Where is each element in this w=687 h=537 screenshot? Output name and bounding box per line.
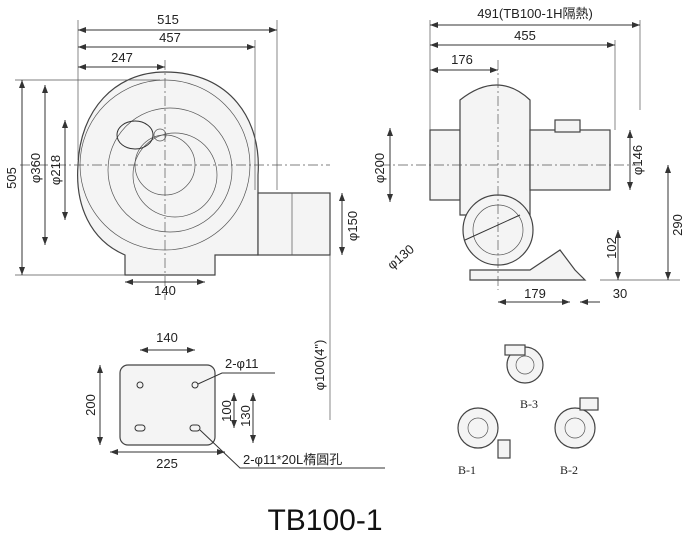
note-holes: 2-φ11	[225, 356, 258, 371]
dim-140-base: 140	[156, 330, 178, 345]
dim-phi360: φ360	[28, 153, 43, 183]
dim-phi200: φ200	[372, 153, 387, 183]
orientation-b1: B-1	[457, 407, 511, 477]
dim-phi130: φ130	[384, 241, 417, 272]
dim-130: 130	[238, 405, 253, 427]
dim-491: 491(TB100-1H隔熱)	[477, 6, 593, 21]
orientation-b2: B-2	[554, 397, 599, 477]
orientation-b3: B-3	[504, 344, 544, 411]
dim-200: 200	[83, 394, 98, 416]
label-b1: B-1	[458, 463, 476, 477]
dim-140: 140	[154, 283, 176, 298]
dim-phi146: φ146	[630, 145, 645, 175]
dim-247: 247	[111, 50, 133, 65]
dim-225: 225	[156, 456, 178, 471]
note-slots: 2-φ11*20L楕圓孔	[243, 452, 342, 467]
side-view: 491(TB100-1H隔熱) 455 176 φ200 φ146 290 10…	[372, 6, 685, 305]
label-b2: B-2	[560, 463, 578, 477]
dim-phi100: φ100(4")	[312, 340, 327, 391]
dim-505: 505	[4, 167, 19, 189]
dim-phi150: φ150	[345, 211, 360, 241]
dim-290: 290	[670, 214, 685, 236]
front-view: 515 457 247 505 φ360 φ218 φ150 140 φ100(…	[4, 12, 360, 420]
dim-457: 457	[159, 30, 181, 45]
dim-102: 102	[604, 237, 619, 259]
dim-30: 30	[613, 286, 627, 301]
dim-100: 100	[219, 400, 234, 422]
dim-515: 515	[157, 12, 179, 27]
model-title: TB100-1	[267, 504, 382, 537]
label-b3: B-3	[520, 397, 538, 411]
dim-179: 179	[524, 286, 546, 301]
base-plan: 140 200 100 130 225 2-φ11 2-φ11*20L楕圓孔	[83, 330, 385, 471]
dim-455: 455	[514, 28, 536, 43]
dim-176: 176	[451, 52, 473, 67]
dim-phi218: φ218	[48, 155, 63, 185]
